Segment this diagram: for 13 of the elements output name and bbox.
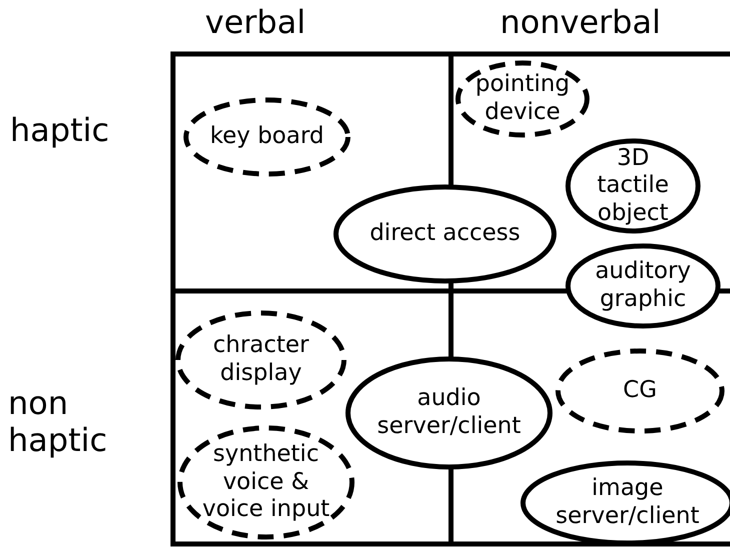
column-header: nonverbal — [500, 4, 662, 41]
oval-label: key board — [183, 97, 351, 177]
row-header: non haptic — [8, 385, 108, 459]
oval-label: auditory graphic — [565, 243, 721, 329]
oval-label: pointing device — [455, 60, 590, 138]
oval-label: audio server/client — [345, 356, 553, 470]
column-header: verbal — [205, 4, 307, 41]
oval-label: synthetic voice & voice input — [177, 425, 355, 540]
oval-label: CG — [555, 348, 725, 434]
oval-label: 3D tactile object — [565, 138, 701, 234]
row-header: haptic — [10, 112, 110, 149]
oval-label: direct access — [333, 184, 557, 284]
oval-label: chracter display — [175, 310, 347, 410]
